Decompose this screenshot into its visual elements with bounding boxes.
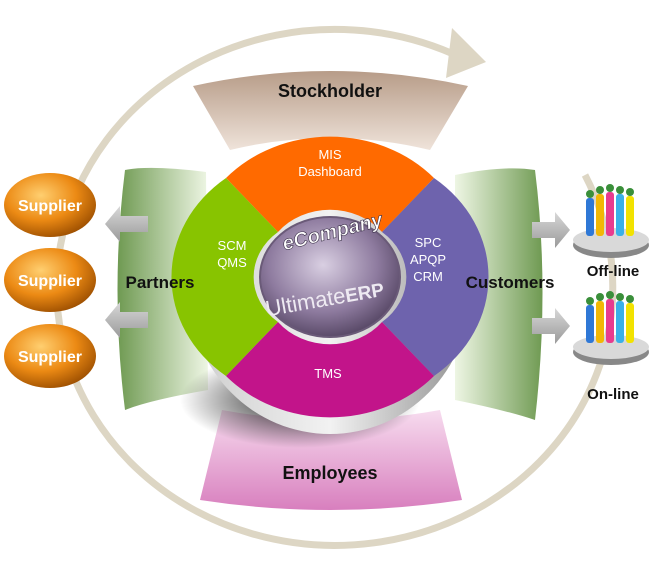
segment-right-line-1: SPC [415,235,442,250]
supplier-label-2: Supplier [18,273,82,290]
online-channel [573,291,649,365]
people-icon [586,291,634,343]
supplier-node-3 [4,324,96,388]
segment-left [171,178,278,376]
segment-top-line-2: Dashboard [298,164,362,179]
cycle-ring [53,25,617,549]
left-arrows [105,206,148,338]
online-label: On-line [587,386,639,403]
segment-right-line-3: CRM [413,269,443,284]
ring-segments [171,136,489,418]
supplier-node-1 [4,173,96,237]
supplier-group: Supplier Supplier Supplier [4,173,96,388]
segment-top-line-1: MIS [318,147,341,162]
employees-label: Employees [282,463,377,483]
stockholder-band [193,71,468,150]
segment-bottom [226,322,434,418]
center-hub [259,216,401,338]
cycle-arrowhead [446,28,486,78]
segment-right-line-2: APQP [410,252,446,267]
supplier-label-3: Supplier [18,349,82,366]
segment-bottom-line-1: TMS [314,366,342,381]
stockholder-label: Stockholder [278,81,382,101]
segment-right [382,178,489,376]
customers-label: Customers [466,273,555,292]
segment-left-line-1: SCM [218,238,247,253]
right-arrows [532,212,570,344]
supplier-node-2 [4,248,96,312]
offline-label: Off-line [587,263,640,280]
segment-top [226,136,434,232]
segment-left-line-2: QMS [217,255,247,270]
people-icon [586,184,634,236]
supplier-label-1: Supplier [18,198,82,215]
partners-label: Partners [126,273,195,292]
offline-channel [573,184,649,258]
